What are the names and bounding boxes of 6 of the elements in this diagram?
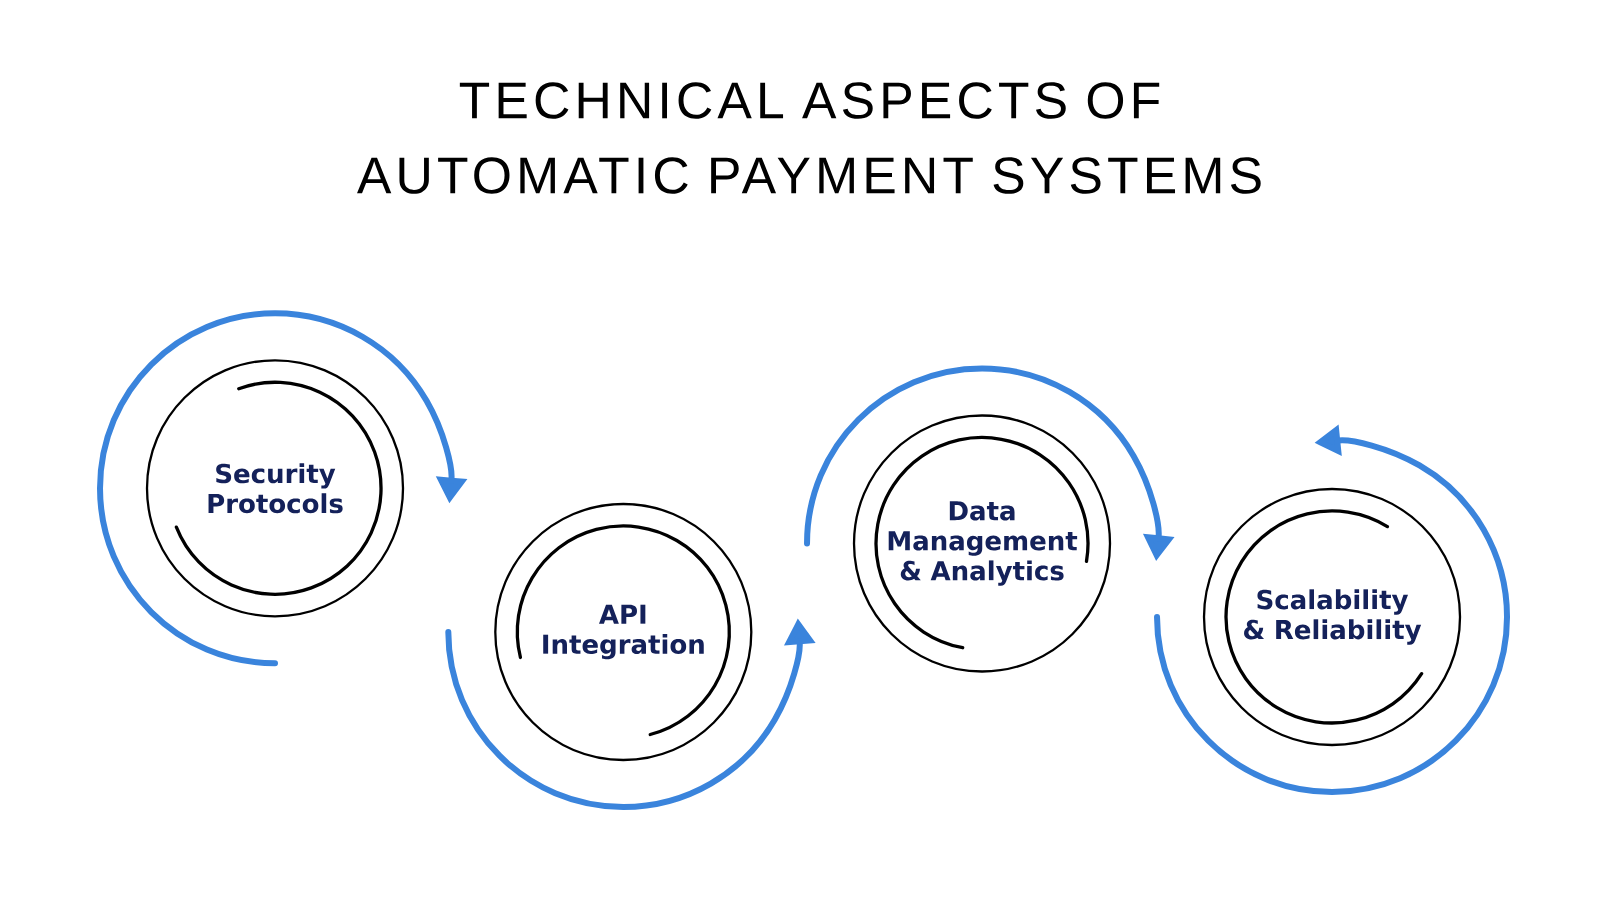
circle-node: Scalability & Reliability [1202, 487, 1462, 747]
title: TECHNICAL ASPECTS OF AUTOMATIC PAYMENT SYSTEMS [357, 82, 1261, 194]
circle-node: Data Management & Analytics [852, 414, 1112, 673]
curved-arrow [97, 310, 468, 667]
circle-node: API Integration [494, 502, 753, 762]
circle-node: Security Protocols [145, 359, 405, 618]
